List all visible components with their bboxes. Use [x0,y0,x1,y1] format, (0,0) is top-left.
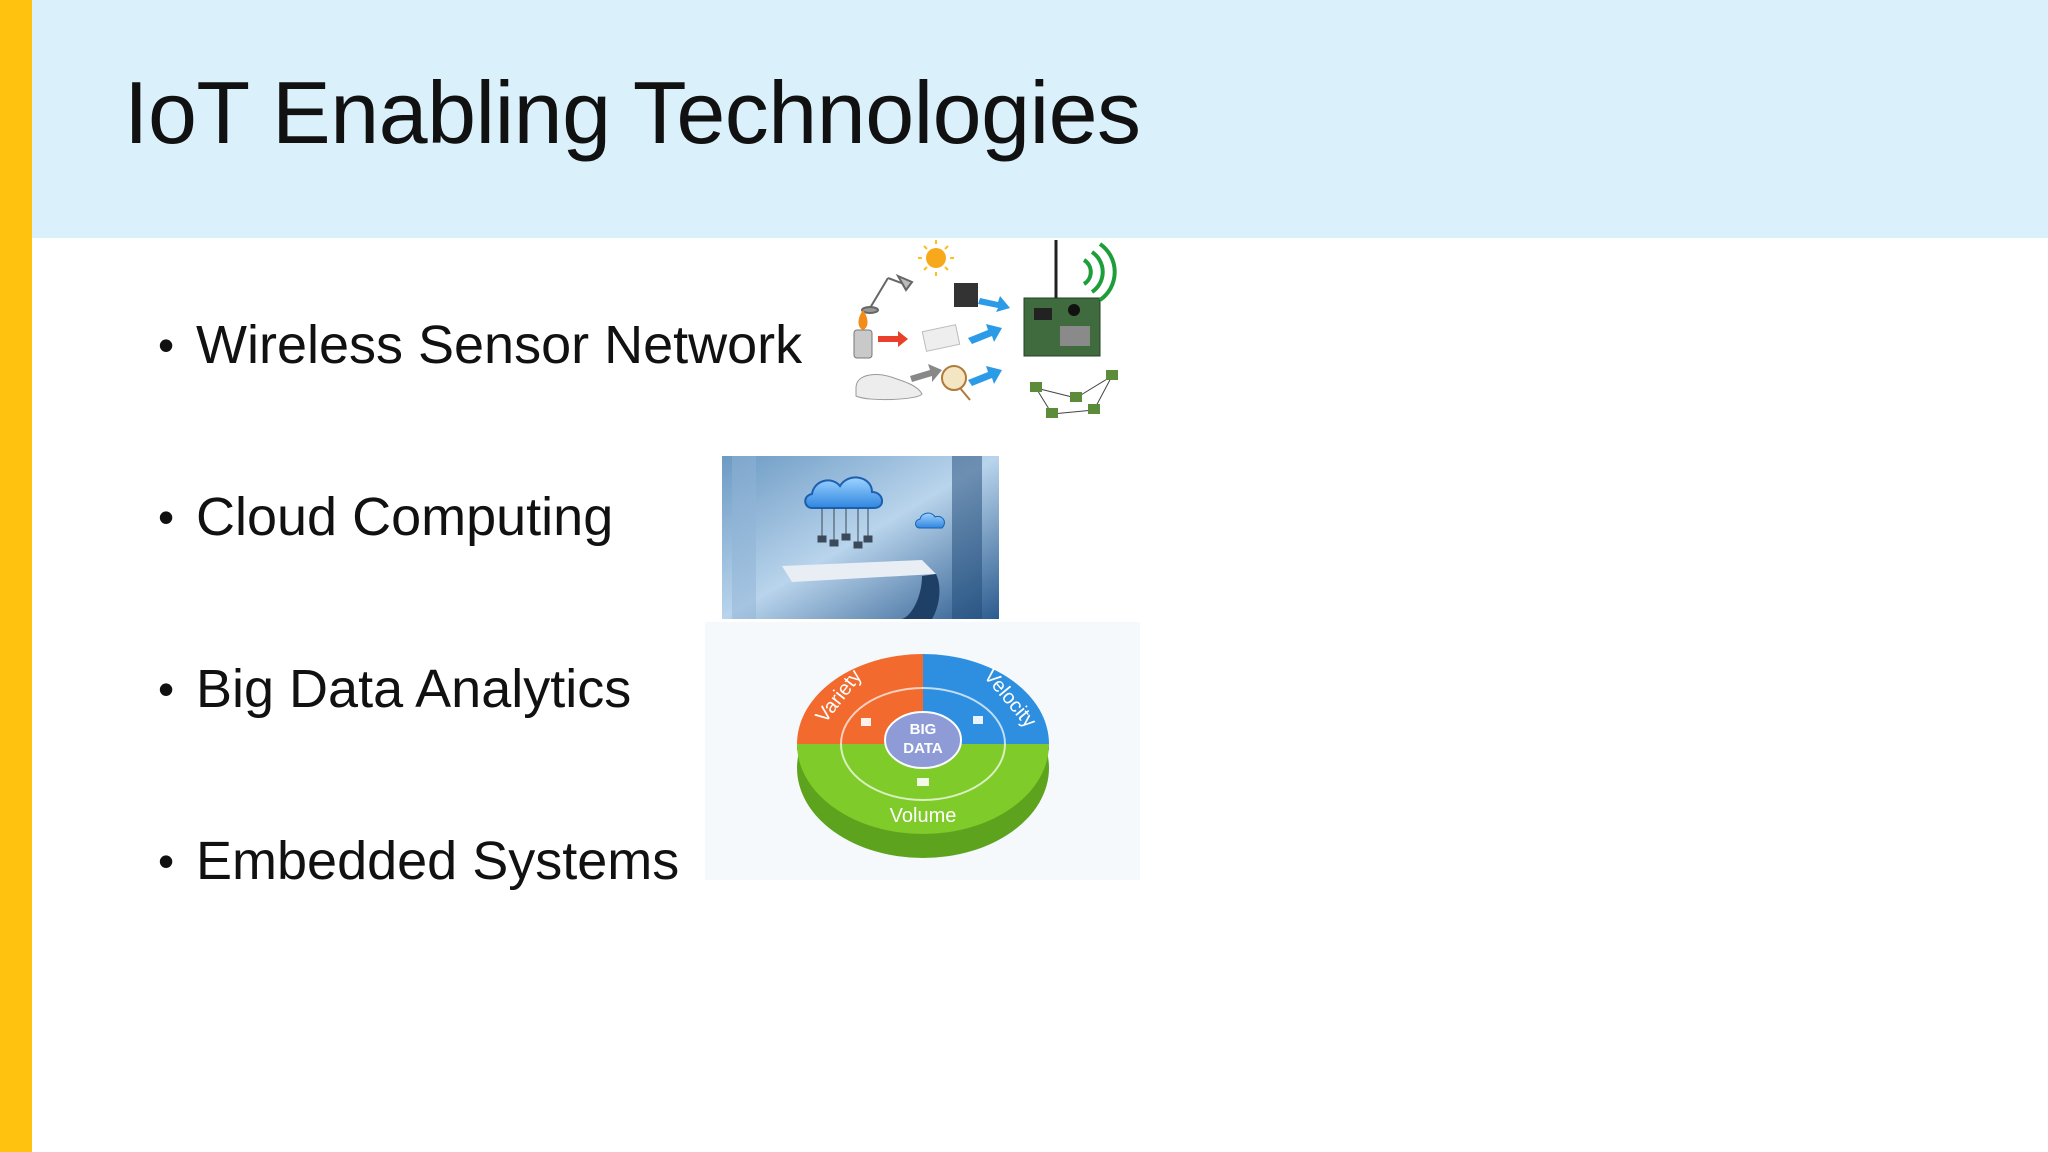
sun-icon [918,240,954,276]
variety-segment [797,654,923,744]
bullet-label: Big Data Analytics [196,659,632,719]
bullet-dot-icon: • [158,835,175,887]
title-banner [32,0,2048,238]
arrow-icon [968,366,1002,386]
segment-icon [973,716,983,724]
bullet-label: Wireless Sensor Network [196,315,803,375]
accent-bar [0,0,32,1152]
velocity-segment [923,654,1049,744]
center-label-line1: BIG [910,721,937,738]
center-disc [884,711,962,769]
bullet-dot-icon: • [158,663,175,715]
bullet-item-cloud-computing: • Cloud Computing [156,472,802,644]
wireless-sensor-network-illustration [848,238,1144,428]
bullet-label: Embedded Systems [196,831,680,891]
bullet-item-wireless-sensor-network: • Wireless Sensor Network [156,300,802,472]
bullet-list: • Wireless Sensor Network • Cloud Comput… [156,300,802,988]
wireless-signal-icon [1082,242,1117,302]
volume-label: Volume [890,805,957,827]
big-data-3v-diagram: BIG DATA Variety Velocity Volume [705,622,1140,880]
slide-title: IoT Enabling Technologies [124,63,1141,162]
sensor-board-icon [1023,240,1101,357]
heat-arrow-icon [878,331,908,347]
bullet-item-embedded-systems: • Embedded Systems [156,816,802,988]
cloud-icon [804,476,945,529]
device-lines-icon [817,508,873,549]
cloud-computing-photo [722,456,999,619]
thermo-chip-icon [921,324,961,352]
sensor-node-network-icon [1030,370,1118,418]
arrow-icon [968,324,1002,344]
center-label-line2: DATA [903,740,943,757]
segment-icon [917,778,929,786]
candle-icon [853,310,873,359]
bullet-dot-icon: • [158,319,175,371]
volume-segment [797,744,1049,834]
bullet-label: Cloud Computing [196,487,614,547]
arrow-icon [910,364,942,382]
vibration-sensor-icon [941,365,971,401]
shoe-icon [855,374,923,401]
bullet-dot-icon: • [158,491,175,543]
lamp-icon [861,273,914,314]
bullet-item-big-data-analytics: • Big Data Analytics [156,644,802,816]
tablet-icon [782,560,940,619]
arrow-icon [978,296,1010,312]
solar-cell-icon [954,283,978,307]
segment-icon [861,718,871,726]
